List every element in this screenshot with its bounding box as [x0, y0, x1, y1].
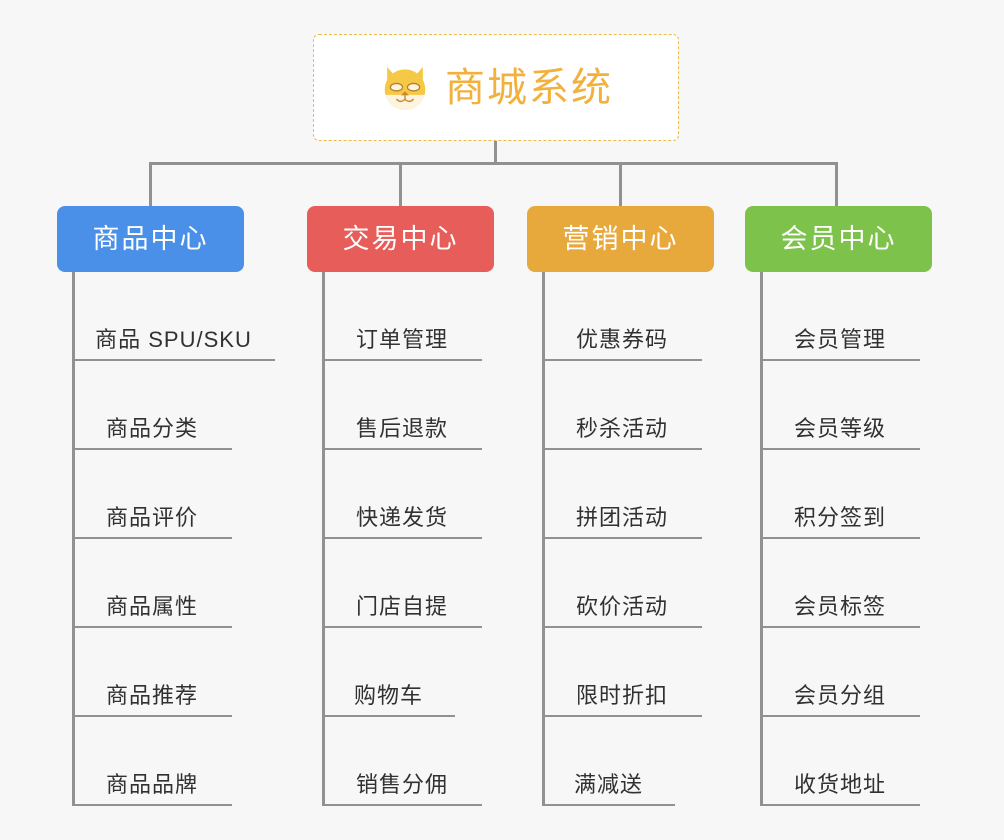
leaf-item[interactable]: 优惠券码 [542, 272, 702, 361]
leaf-item-label: 商品品牌 [105, 772, 198, 797]
leaf-item-label: 门店自提 [355, 594, 448, 619]
category-header-member[interactable]: 会员中心 [745, 206, 932, 272]
connector-root-stub [494, 141, 497, 165]
leaf-item-label: 购物车 [353, 683, 423, 708]
category-column-marketing: 营销中心 优惠券码 秒杀活动 拼团活动 砍价活动 限时折扣 满减送 [527, 206, 714, 806]
leaf-item-label: 会员标签 [793, 594, 886, 619]
leaf-item-label: 秒杀活动 [575, 416, 668, 441]
leaf-item-label: 会员等级 [793, 416, 886, 441]
leaf-item[interactable]: 商品评价 [72, 450, 232, 539]
leaf-item-label: 订单管理 [355, 327, 448, 352]
connector-drop-3 [619, 162, 622, 208]
leaf-item[interactable]: 会员分组 [760, 628, 920, 717]
leaf-item-label: 商品 SPU/SKU [95, 327, 252, 352]
leaf-stack-marketing: 优惠券码 秒杀活动 拼团活动 砍价活动 限时折扣 满减送 [527, 272, 714, 806]
category-column-product: 商品中心 商品 SPU/SKU 商品分类 商品评价 商品属性 商品推荐 商品品牌 [57, 206, 275, 806]
leaf-item[interactable]: 会员管理 [760, 272, 920, 361]
leaf-item-label: 商品分类 [105, 416, 198, 441]
leaf-item-label: 满减送 [573, 772, 643, 797]
leaf-item-label: 会员分组 [793, 683, 886, 708]
leaf-item[interactable]: 商品属性 [72, 539, 232, 628]
leaf-item-label: 售后退款 [355, 416, 448, 441]
leaf-item[interactable]: 商品推荐 [72, 628, 232, 717]
leaf-item-label: 限时折扣 [575, 683, 668, 708]
leaf-item[interactable]: 订单管理 [322, 272, 482, 361]
leaf-item-label: 收货地址 [793, 772, 886, 797]
leaf-item[interactable]: 商品 SPU/SKU [72, 272, 275, 361]
leaf-item[interactable]: 秒杀活动 [542, 361, 702, 450]
leaf-stack-product: 商品 SPU/SKU 商品分类 商品评价 商品属性 商品推荐 商品品牌 [57, 272, 275, 806]
leaf-spine [72, 272, 75, 806]
category-header-label: 商品中心 [92, 223, 209, 254]
leaf-stack-member: 会员管理 会员等级 积分签到 会员标签 会员分组 收货地址 [745, 272, 932, 806]
root-node[interactable]: 商城系统 [313, 34, 679, 141]
leaf-item-label: 砍价活动 [575, 594, 668, 619]
leaf-spine [322, 272, 325, 806]
category-header-label: 会员中心 [780, 223, 897, 254]
leaf-item[interactable]: 商品分类 [72, 361, 232, 450]
leaf-item-label: 商品属性 [105, 594, 198, 619]
connector-drop-4 [835, 162, 838, 208]
category-column-member: 会员中心 会员管理 会员等级 积分签到 会员标签 会员分组 收货地址 [745, 206, 932, 806]
leaf-item-label: 会员管理 [793, 327, 886, 352]
leaf-item[interactable]: 拼团活动 [542, 450, 702, 539]
category-header-label: 营销中心 [562, 223, 679, 254]
leaf-item-label: 快递发货 [355, 505, 448, 530]
leaf-item[interactable]: 售后退款 [322, 361, 482, 450]
category-header-label: 交易中心 [342, 223, 459, 254]
connector-drop-2 [399, 162, 402, 208]
shiba-dog-face-icon [384, 66, 426, 110]
leaf-item-label: 优惠券码 [575, 327, 668, 352]
root-title: 商城系统 [445, 65, 613, 110]
leaf-item-label: 商品评价 [105, 505, 198, 530]
leaf-item[interactable]: 收货地址 [760, 717, 920, 806]
leaf-item[interactable]: 门店自提 [322, 539, 482, 628]
leaf-item[interactable]: 销售分佣 [322, 717, 482, 806]
leaf-spine [542, 272, 545, 806]
leaf-item[interactable]: 会员等级 [760, 361, 920, 450]
category-header-trade[interactable]: 交易中心 [307, 206, 494, 272]
connector-drop-1 [149, 162, 152, 208]
leaf-item-label: 销售分佣 [355, 772, 448, 797]
leaf-item[interactable]: 限时折扣 [542, 628, 702, 717]
leaf-item[interactable]: 砍价活动 [542, 539, 702, 628]
leaf-item[interactable]: 购物车 [322, 628, 455, 717]
connector-horizontal-bus [149, 162, 838, 165]
leaf-item[interactable]: 积分签到 [760, 450, 920, 539]
category-header-marketing[interactable]: 营销中心 [527, 206, 714, 272]
leaf-item[interactable]: 商品品牌 [72, 717, 232, 806]
category-header-product[interactable]: 商品中心 [57, 206, 244, 272]
leaf-spine [760, 272, 763, 806]
leaf-item[interactable]: 满减送 [542, 717, 675, 806]
leaf-item[interactable]: 会员标签 [760, 539, 920, 628]
leaf-item[interactable]: 快递发货 [322, 450, 482, 539]
leaf-item-label: 积分签到 [793, 505, 886, 530]
category-column-trade: 交易中心 订单管理 售后退款 快递发货 门店自提 购物车 销售分佣 [307, 206, 494, 806]
leaf-item-label: 商品推荐 [105, 683, 198, 708]
leaf-item-label: 拼团活动 [575, 505, 668, 530]
leaf-stack-trade: 订单管理 售后退款 快递发货 门店自提 购物车 销售分佣 [307, 272, 494, 806]
